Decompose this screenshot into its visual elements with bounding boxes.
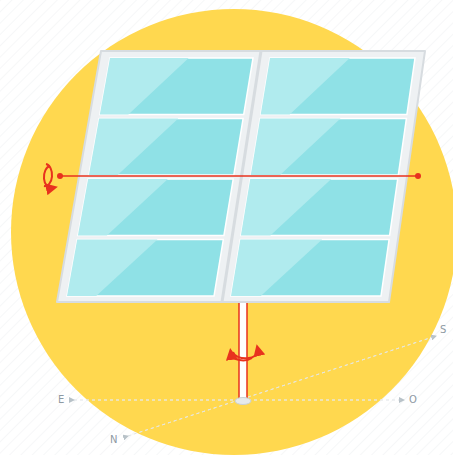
- cell-highlight: [89, 119, 178, 176]
- panel-cells: [67, 58, 415, 296]
- cell-highlight: [241, 179, 331, 236]
- panel-cell: [67, 240, 223, 297]
- panel-cell: [89, 119, 243, 176]
- panel-cell: [231, 240, 389, 297]
- cell-highlight: [251, 119, 341, 176]
- tilt-axis: [60, 175, 418, 177]
- compass-label: E: [58, 394, 64, 406]
- compass-label: O: [409, 394, 417, 406]
- cell-highlight: [100, 58, 189, 115]
- axis-end: [57, 173, 63, 179]
- cell-highlight: [67, 240, 158, 297]
- pole: [239, 300, 247, 400]
- panel-cell: [78, 179, 233, 236]
- azimuth-rotation-arrow-back: [231, 354, 252, 360]
- north-south-line: [128, 336, 436, 436]
- panel-cell: [241, 179, 398, 236]
- axis-end: [415, 173, 421, 179]
- sun-disc: [11, 9, 453, 455]
- pole-base: [235, 398, 251, 405]
- compass-label: N: [110, 434, 117, 446]
- cell-highlight: [78, 179, 168, 236]
- north-south-line-shade: [128, 336, 436, 436]
- panel-frame: [57, 51, 425, 302]
- tilt-rotation-arrow-back: [44, 164, 52, 186]
- azimuth-rotation-arrow: [233, 350, 258, 358]
- cell-highlight: [261, 58, 350, 115]
- panel-cell: [251, 119, 407, 176]
- cell-highlight: [231, 240, 322, 297]
- panel-cell: [261, 58, 415, 115]
- panel-cell: [100, 58, 253, 115]
- compass-label: S: [440, 324, 446, 336]
